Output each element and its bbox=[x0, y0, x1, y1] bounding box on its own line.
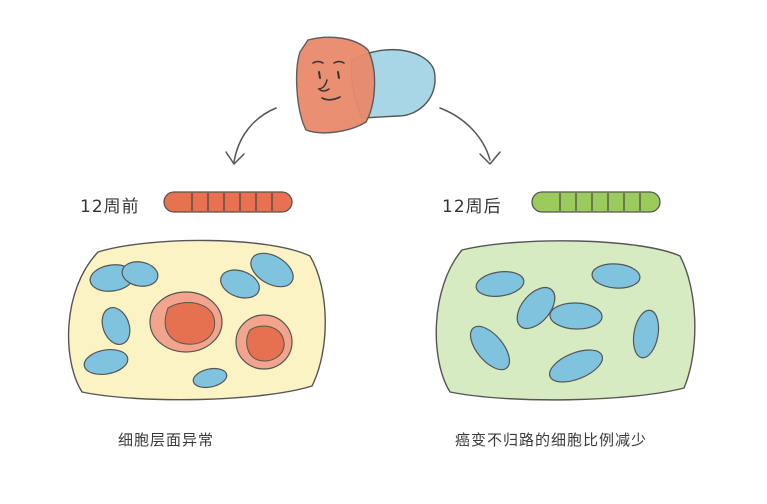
normal-cell bbox=[192, 367, 228, 389]
normal-cell bbox=[548, 349, 604, 383]
abnormal-cell bbox=[149, 291, 223, 353]
normal-cell bbox=[591, 263, 641, 289]
before-label: 12周前 bbox=[80, 197, 140, 217]
after-panel bbox=[435, 240, 696, 401]
eyebrow-left bbox=[312, 60, 324, 64]
normal-cell bbox=[83, 348, 129, 376]
before-panel bbox=[67, 239, 326, 401]
curved-arrow-left-icon bbox=[225, 107, 277, 165]
after-caption: 癌变不归路的细胞比例减少 bbox=[455, 431, 648, 449]
normal-cell bbox=[121, 261, 159, 287]
normal-cell bbox=[475, 271, 525, 297]
before-strip bbox=[163, 191, 293, 213]
face bbox=[295, 36, 376, 134]
before-caption: 细胞层面异常 bbox=[118, 431, 215, 449]
eye-left bbox=[318, 71, 321, 79]
abnormal-cell bbox=[235, 314, 293, 370]
normal-cell bbox=[101, 307, 131, 345]
normal-cell bbox=[250, 252, 294, 288]
eyebrow-right bbox=[333, 60, 345, 64]
normal-cell bbox=[220, 269, 260, 299]
after-label: 12周后 bbox=[442, 197, 502, 217]
curved-arrow-right-icon bbox=[439, 107, 501, 165]
after-strip bbox=[531, 191, 661, 213]
normal-cell bbox=[516, 286, 556, 330]
eye-right bbox=[337, 71, 340, 79]
normal-cell bbox=[632, 309, 660, 359]
normal-cell bbox=[549, 302, 603, 330]
mouth bbox=[321, 96, 341, 101]
nose bbox=[317, 79, 330, 92]
normal-cell bbox=[469, 325, 511, 371]
sleeping-face-icon bbox=[295, 36, 436, 134]
